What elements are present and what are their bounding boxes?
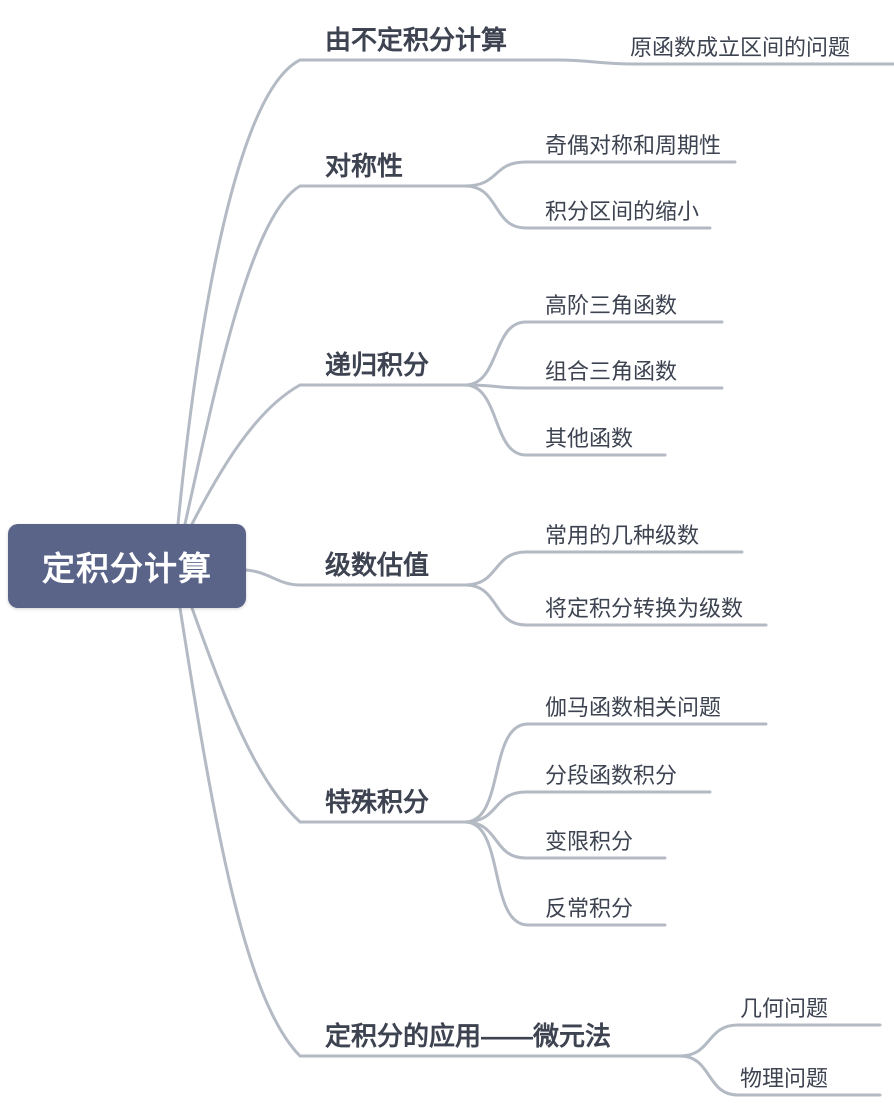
child-gamma-function-problems[interactable]: 伽马函数相关问题	[545, 695, 722, 720]
connector-child-improper	[463, 820, 667, 927]
connector-child-gamma-function	[463, 722, 768, 824]
child-variable-limit-integral[interactable]: 变限积分	[545, 829, 634, 854]
child-parity-and-periodicity[interactable]: 奇偶对称和周期性	[545, 133, 722, 158]
connector-branch-special-integrals	[190, 606, 467, 824]
connector-child-interval-reduction	[463, 184, 712, 230]
child-convert-integral-to-series[interactable]: 将定积分转换为级数	[545, 596, 744, 621]
connector-child-common-series	[463, 550, 744, 587]
child-other-functions[interactable]: 其他函数	[545, 426, 634, 451]
connector-child-physics	[678, 1054, 882, 1097]
connector-child-integral-to-series	[463, 583, 768, 627]
child-combined-trig-functions[interactable]: 组合三角函数	[545, 359, 678, 384]
branch-recursive-integration[interactable]: 递归积分	[325, 350, 430, 380]
connector-child-piecewise	[463, 790, 712, 824]
connector-child-other-functions	[463, 383, 667, 457]
connector-branch-symmetry	[183, 184, 467, 526]
child-geometry-problems[interactable]: 几何问题	[740, 996, 829, 1021]
connector-child-antiderivative-interval	[556, 58, 894, 66]
connector-branch-series-estimation	[244, 568, 467, 587]
child-high-order-trig-functions[interactable]: 高阶三角函数	[545, 293, 678, 318]
connector-branch-indefinite	[176, 58, 560, 526]
branch-special-integrals[interactable]: 特殊积分	[325, 787, 430, 817]
branch-series-estimation[interactable]: 级数估值	[325, 550, 430, 580]
child-physics-problems[interactable]: 物理问题	[740, 1066, 829, 1091]
child-improper-integral[interactable]: 反常积分	[545, 896, 634, 921]
branch-applications-element-method[interactable]: 定积分的应用——微元法	[325, 1021, 612, 1051]
connector-branch-recursive	[190, 383, 467, 526]
child-antiderivative-interval-problem[interactable]: 原函数成立区间的问题	[630, 35, 851, 60]
child-common-series[interactable]: 常用的几种级数	[545, 523, 700, 548]
root-node-definite-integral[interactable]: 定积分计算	[8, 524, 246, 608]
connector-child-geometry	[678, 1023, 882, 1058]
connector-child-parity-periodicity	[463, 160, 737, 188]
branch-by-indefinite-integral[interactable]: 由不定积分计算	[325, 25, 508, 55]
child-interval-reduction[interactable]: 积分区间的缩小	[545, 199, 700, 224]
branch-symmetry[interactable]: 对称性	[325, 151, 404, 181]
connector-branch-applications	[178, 606, 682, 1058]
connector-child-combined-trig	[463, 383, 724, 390]
child-piecewise-function-integral[interactable]: 分段函数积分	[545, 763, 678, 788]
connector-child-high-order-trig	[463, 320, 724, 387]
